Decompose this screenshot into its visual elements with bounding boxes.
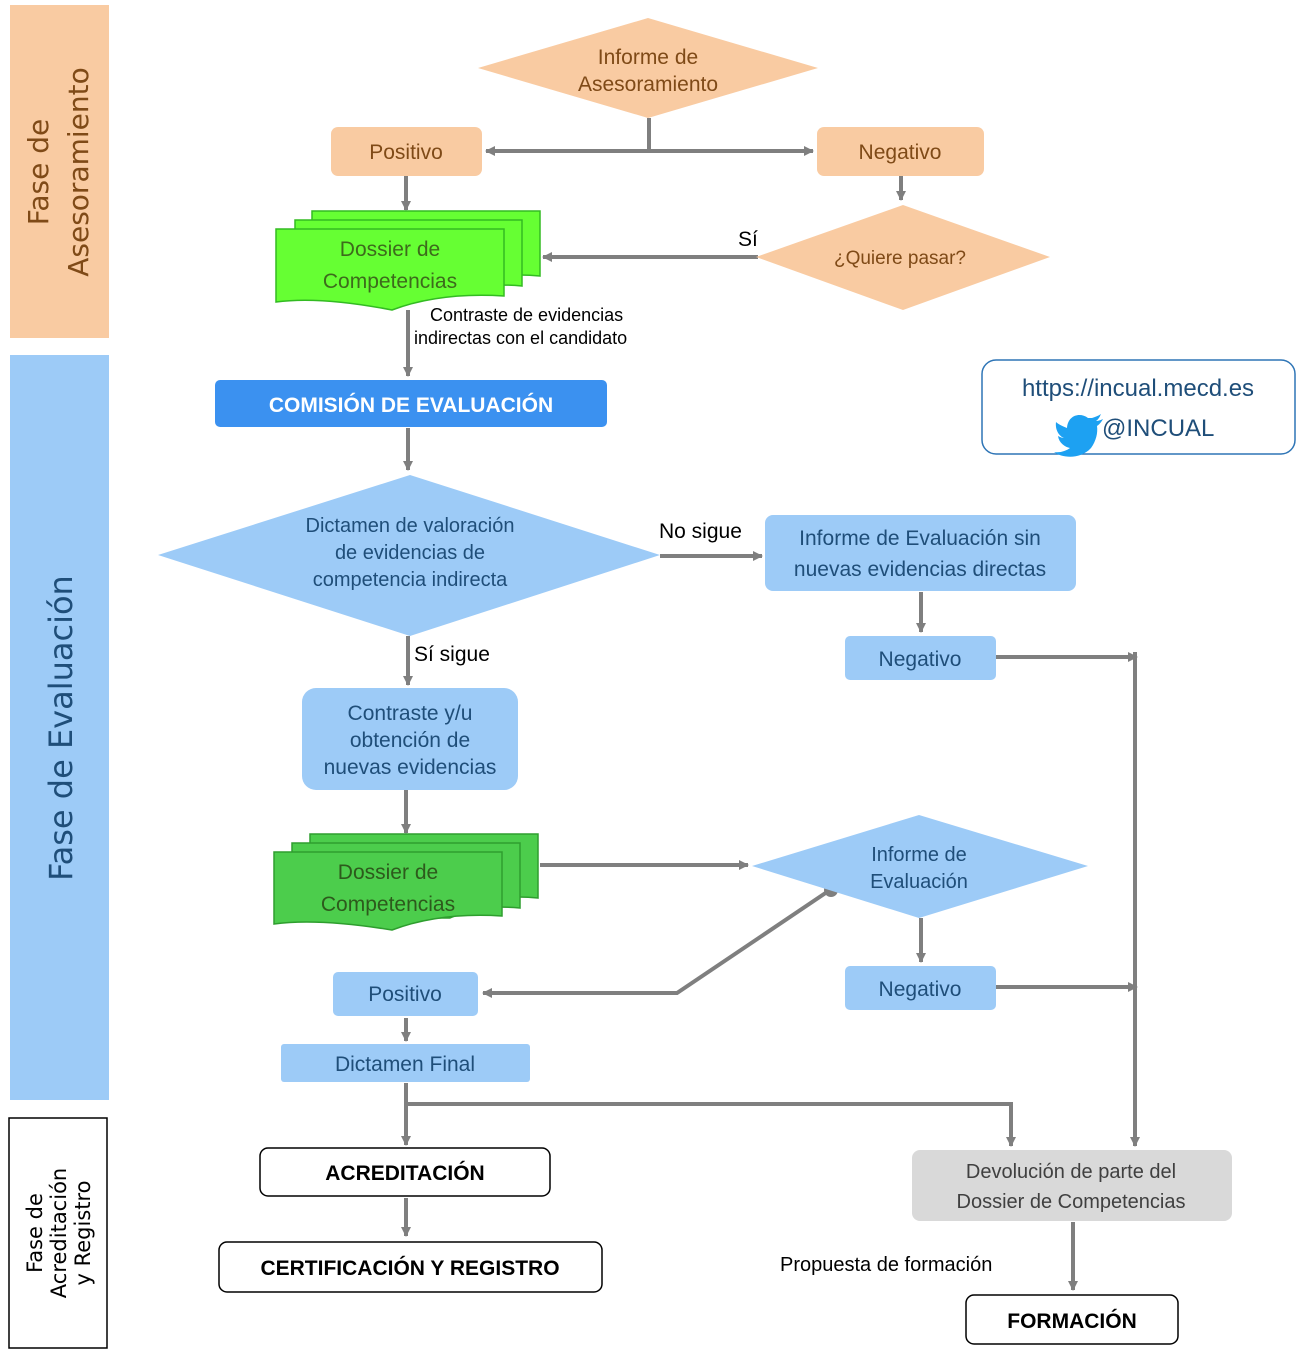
dossier-2-line-1: Dossier de	[338, 861, 438, 884]
phase-acreditacion-box	[8, 1117, 108, 1349]
phase-asesoramiento: Fase de Asesoramiento	[10, 5, 109, 338]
dossier-1-page-1	[275, 228, 505, 311]
box-comision	[215, 380, 607, 427]
diamond-informe-evaluacion	[752, 815, 1088, 918]
phase-evaluacion-label: Fase de Evaluación	[42, 575, 80, 881]
node-negativo-3: Negativo	[845, 966, 996, 1010]
node-informe-asesoramiento: Informe de Asesoramiento	[478, 18, 818, 118]
phase-acreditacion-label-3: y Registro	[71, 1180, 95, 1285]
negativo-3-label: Negativo	[879, 978, 962, 1001]
node-dictamen-valoracion: Dictamen de valoración de evidencias de …	[158, 475, 660, 636]
phase-acreditacion-label-1: Fase de	[23, 1193, 47, 1273]
node-contraste: Contraste y/u obtención de nuevas eviden…	[302, 688, 518, 790]
node-negativo-1: Negativo	[817, 127, 984, 176]
informe-evaluacion-line-2: Evaluación	[870, 871, 968, 893]
node-informe-sin-nuevas: Informe de Evaluación sin nuevas evidenc…	[765, 515, 1076, 591]
informe-asesoramiento-line-1: Informe de	[598, 46, 698, 69]
box-positivo-2	[333, 972, 478, 1016]
node-positivo-1: Positivo	[331, 127, 482, 176]
acreditacion-label: ACREDITACIÓN	[325, 1161, 484, 1185]
incual-url-link[interactable]: https://incual.mecd.es	[1022, 375, 1254, 402]
formacion-label: FORMACIÓN	[1007, 1309, 1137, 1333]
node-quiere-pasar: ¿Quiere pasar?	[756, 205, 1050, 310]
connector-informe-to-positivo-2	[482, 888, 832, 998]
edge-label-si-sigue: Sí sigue	[414, 643, 490, 666]
node-formacion: FORMACIÓN	[965, 1294, 1179, 1345]
box-formacion	[965, 1294, 1179, 1345]
node-comision: COMISIÓN DE EVALUACIÓN	[215, 380, 607, 427]
contraste-line-2: obtención de	[350, 729, 470, 752]
contraste-line-3: nuevas evidencias	[324, 756, 497, 779]
box-negativo-3	[845, 966, 996, 1010]
diamond-dictamen-valoracion	[158, 475, 660, 636]
comision-label: COMISIÓN DE EVALUACIÓN	[269, 393, 553, 417]
positivo-1-label: Positivo	[369, 141, 443, 164]
diamond-quiere-pasar	[756, 205, 1050, 310]
twitter-handle-link[interactable]: @INCUAL	[1102, 415, 1214, 442]
dossier-2-page-1	[273, 851, 503, 931]
connectors	[401, 118, 1140, 1291]
dossier-1-line-2: Competencias	[323, 270, 457, 293]
node-positivo-2: Positivo	[333, 972, 478, 1016]
node-acreditacion: ACREDITACIÓN	[259, 1147, 551, 1197]
contraste-line-1: Contraste y/u	[348, 702, 473, 725]
box-negativo-2	[845, 636, 996, 680]
box-positivo-1	[331, 127, 482, 176]
links-box: https://incual.mecd.es @INCUAL	[981, 359, 1296, 457]
node-dossier-1: Dossier de Competencias	[275, 210, 541, 311]
edge-label-propuesta-formacion: Propuesta de formación	[780, 1254, 992, 1276]
dictamen-valoracion-line-2: de evidencias de	[335, 542, 485, 564]
box-acreditacion	[259, 1147, 551, 1197]
node-negativo-2: Negativo	[845, 636, 996, 680]
phase-asesoramiento-bar	[10, 5, 109, 338]
box-dictamen-final	[281, 1044, 530, 1082]
devolucion-line-1: Devolución de parte del	[966, 1161, 1176, 1183]
informe-sin-nuevas-line-1: Informe de Evaluación sin	[799, 527, 1041, 550]
edge-label-no-sigue: No sigue	[659, 520, 742, 543]
edge-label-contraste-1: Contraste de evidencias	[430, 305, 623, 325]
negativo-2-label: Negativo	[879, 648, 962, 671]
phase-evaluacion-bar	[10, 355, 109, 1100]
dictamen-final-label: Dictamen Final	[335, 1053, 475, 1076]
diamond-informe-asesoramiento	[478, 18, 818, 118]
phase-asesoramiento-label-2: Asesoramiento	[62, 67, 95, 277]
devolucion-line-2: Dossier de Competencias	[957, 1191, 1186, 1213]
phase-evaluacion: Fase de Evaluación	[10, 355, 109, 1100]
dictamen-valoracion-line-1: Dictamen de valoración	[306, 515, 515, 537]
dictamen-valoracion-line-3: competencia indirecta	[313, 569, 508, 591]
informe-asesoramiento-line-2: Asesoramiento	[578, 73, 718, 96]
node-dictamen-final: Dictamen Final	[281, 1044, 530, 1082]
informe-evaluacion-line-1: Informe de	[871, 844, 967, 866]
twitter-bird-icon	[1054, 414, 1103, 457]
box-informe-sin-nuevas	[765, 515, 1076, 591]
negativo-1-label: Negativo	[859, 141, 942, 164]
node-dossier-2: Dossier de Competencias	[273, 833, 539, 931]
positivo-2-label: Positivo	[368, 983, 442, 1006]
box-contraste	[302, 688, 518, 790]
dossier-2-line-2: Competencias	[321, 893, 455, 916]
box-negativo-1	[817, 127, 984, 176]
connector-dictamen-to-devolucion	[406, 1102, 1016, 1147]
node-devolucion: Devolución de parte del Dossier de Compe…	[912, 1150, 1232, 1221]
certificacion-label: CERTIFICACIÓN Y REGISTRO	[260, 1256, 559, 1280]
phase-acreditacion: Fase de Acreditación y Registro	[8, 1117, 108, 1349]
phase-acreditacion-label-2: Acreditación	[47, 1168, 71, 1298]
edge-label-si: Sí	[738, 228, 758, 251]
node-informe-evaluacion: Informe de Evaluación	[752, 815, 1088, 918]
dossier-1-line-1: Dossier de	[340, 238, 440, 261]
quiere-pasar-label: ¿Quiere pasar?	[834, 248, 966, 269]
box-certificacion	[218, 1241, 603, 1293]
informe-sin-nuevas-line-2: nuevas evidencias directas	[794, 558, 1046, 581]
node-certificacion: CERTIFICACIÓN Y REGISTRO	[218, 1241, 603, 1293]
box-devolucion	[912, 1150, 1232, 1221]
edge-label-contraste-2: indirectas con el candidato	[414, 328, 627, 348]
phase-asesoramiento-label-1: Fase de	[22, 119, 55, 225]
